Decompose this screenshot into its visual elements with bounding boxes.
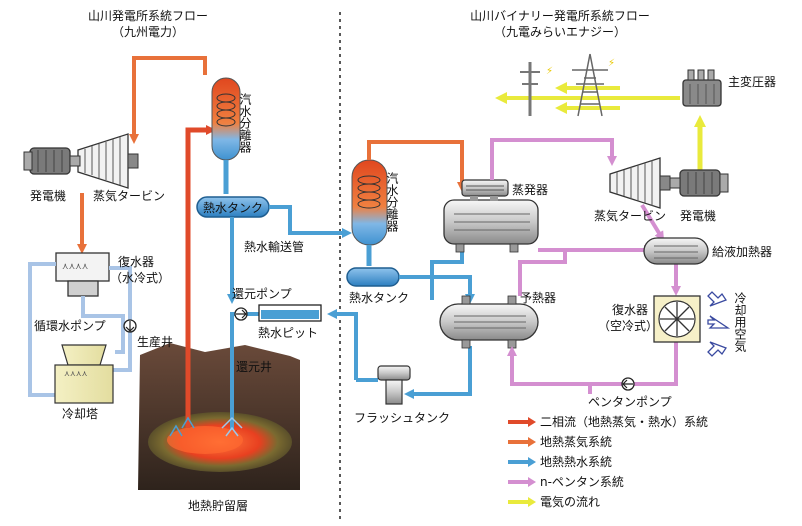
- label-production-well: 生産井: [137, 334, 173, 349]
- right-title: 山川バイナリー発電所系統フロー: [470, 9, 650, 23]
- label-main-transformer: 主変圧器: [728, 74, 776, 89]
- svg-text:⋏⋏⋏⋏: ⋏⋏⋏⋏: [62, 262, 89, 272]
- steam-line-to-turbine: [129, 56, 207, 144]
- label-reinjection-well: 還元井: [236, 360, 272, 374]
- legend-label-steam: 地熱蒸気系統: [540, 434, 612, 449]
- cooling-tower-icon: ⋏⋏⋏⋏: [54, 344, 114, 404]
- label-hot-water-tank-right: 熱水タンク: [349, 291, 409, 305]
- label-separator-left: 汽水分離器: [238, 92, 252, 154]
- pentane-vapor-line: [490, 138, 617, 180]
- separator-right: [351, 159, 388, 246]
- label-cooling-tower: 冷却塔: [62, 407, 98, 421]
- preheater-to-flash-line: [404, 346, 472, 399]
- svg-text:⚡: ⚡: [546, 66, 553, 77]
- transport-pipe-line: [269, 205, 352, 238]
- label-separator-right: 汽水分離器: [385, 171, 399, 233]
- steam-to-evaporator-line: [367, 140, 467, 192]
- label-turbine-right: 蒸気タービン: [594, 208, 666, 223]
- tank-to-preheater-line: [399, 275, 475, 304]
- legend-arrowhead: [528, 437, 536, 447]
- label-return-pump: 還元ポンプ: [232, 287, 292, 301]
- right-plant: ⚡ ⚡: [327, 53, 731, 405]
- label-pentane-pump: ペンタンポンプ: [588, 395, 672, 409]
- label-generator-left: 発電機: [30, 188, 66, 203]
- legend: 二相流（地熱蒸気・熱水）系統 地熱蒸気系統 地熱熱水系統 n-ペンタン系統 電気…: [508, 414, 708, 509]
- reinjection-line: [230, 312, 259, 430]
- legend-label-electric: 電気の流れ: [540, 494, 600, 509]
- left-title: 山川発電所系統フロー: [88, 9, 208, 23]
- utility-pole-icon: ⚡: [520, 62, 553, 116]
- cooling-air-arrows: [707, 291, 731, 357]
- separator-left: [211, 77, 241, 161]
- label-reservoir: 地熱貯留層: [188, 499, 248, 513]
- legend-label-hot-water: 地熱熱水系統: [540, 455, 612, 469]
- right-subtitle: （九電みらいエナジー）: [494, 25, 626, 39]
- condenser-left-icon: ⋏⋏⋏⋏: [55, 252, 110, 297]
- svg-text:⋏⋏⋏⋏: ⋏⋏⋏⋏: [64, 369, 88, 378]
- label-condenser-right-2: （空冷式）: [598, 319, 658, 333]
- label-condenser-left-2: （水冷式）: [110, 271, 170, 285]
- label-transport-pipe: 熱水輸送管: [244, 239, 304, 254]
- label-hot-water-tank-left: 熱水タンク: [203, 201, 263, 215]
- production-well-line: [185, 125, 216, 428]
- legend-arrowhead: [528, 457, 536, 467]
- left-plant: ⋏⋏⋏⋏ ⋏⋏⋏⋏: [23, 56, 352, 490]
- turbine-to-heater-line: [640, 203, 665, 242]
- label-generator-right: 発電機: [680, 208, 716, 223]
- pump-to-preheater-line: [507, 346, 590, 386]
- cooling-water-loop-right: [81, 296, 125, 354]
- label-turbine-left: 蒸気タービン: [93, 188, 165, 203]
- generator-left-icon: [23, 147, 81, 175]
- hot-water-tank-right: [346, 267, 400, 287]
- label-preheater: 予熱器: [520, 291, 556, 305]
- left-subtitle: （九州電力）: [112, 25, 184, 39]
- legend-label-two-phase: 二相流（地熱蒸気・熱水）系統: [540, 414, 708, 429]
- transmission-tower-icon: ⚡: [572, 53, 615, 117]
- legend-arrowhead: [528, 417, 536, 427]
- legend-arrowhead: [528, 477, 536, 487]
- label-feed-heater: 給液加熱器: [712, 244, 772, 259]
- legend-label-pentane: n-ペンタン系統: [540, 475, 624, 489]
- label-flash-tank: フラッシュタンク: [354, 411, 450, 425]
- evaporator-icon: [443, 179, 539, 253]
- cooling-water-loop-left: [28, 262, 56, 397]
- flash-tank-icon: [377, 365, 411, 405]
- generator-right-icon: [669, 169, 729, 197]
- svg-text:⚡: ⚡: [608, 58, 615, 69]
- label-cooling-air: 冷却用空気: [733, 292, 747, 353]
- label-condenser-left-1: 復水器: [118, 254, 154, 269]
- evap-drain-line: [430, 252, 464, 300]
- label-evaporator: 蒸発器: [512, 183, 548, 197]
- label-condenser-right-1: 復水器: [612, 302, 648, 317]
- label-circ-pump: 循環水ポンプ: [34, 319, 106, 333]
- legend-arrowhead: [528, 497, 536, 507]
- main-transformer-icon: [682, 69, 722, 107]
- flash-to-pit-line: [327, 309, 358, 380]
- air-condenser-icon: [653, 295, 701, 343]
- turbine-right-icon: [609, 157, 671, 209]
- feed-heater-icon: [643, 237, 709, 265]
- turbine-left-icon: [77, 133, 139, 189]
- preheater-icon: [439, 295, 539, 349]
- label-hot-water-pit: 熱水ピット: [258, 326, 318, 340]
